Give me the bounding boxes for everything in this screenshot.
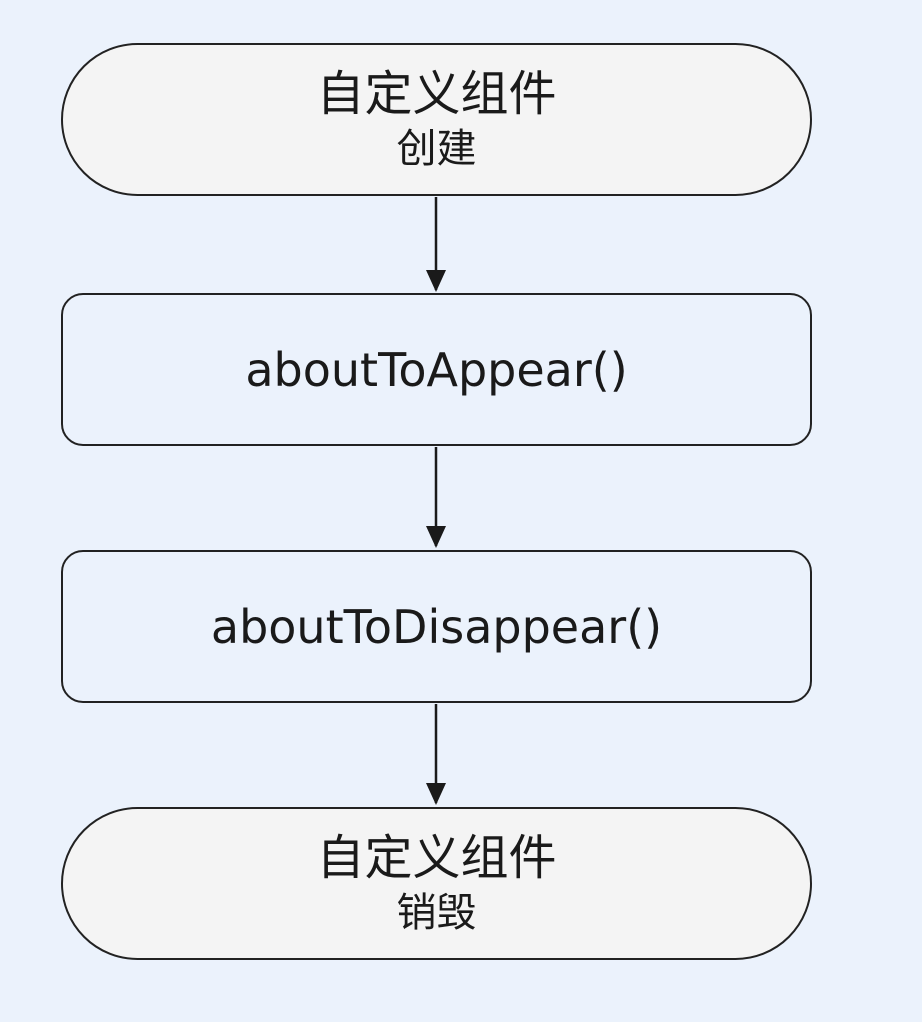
about-to-disappear-label: aboutToDisappear() <box>210 599 663 654</box>
end-terminal-node: 自定义组件 销毁 <box>61 807 812 960</box>
arrowhead-appear-to-disappear <box>426 526 446 548</box>
about-to-disappear-node: aboutToDisappear() <box>61 550 812 703</box>
about-to-appear-label: aboutToAppear() <box>245 342 628 397</box>
start-node-title: 自定义组件 <box>316 65 557 122</box>
end-node-title: 自定义组件 <box>316 829 557 886</box>
start-terminal-node: 自定义组件 创建 <box>61 43 812 196</box>
about-to-appear-node: aboutToAppear() <box>61 293 812 446</box>
start-node-subtitle: 创建 <box>396 125 477 172</box>
end-node-subtitle: 销毁 <box>396 889 477 936</box>
arrowhead-disappear-to-end <box>426 783 446 805</box>
arrowhead-start-to-appear <box>426 270 446 292</box>
